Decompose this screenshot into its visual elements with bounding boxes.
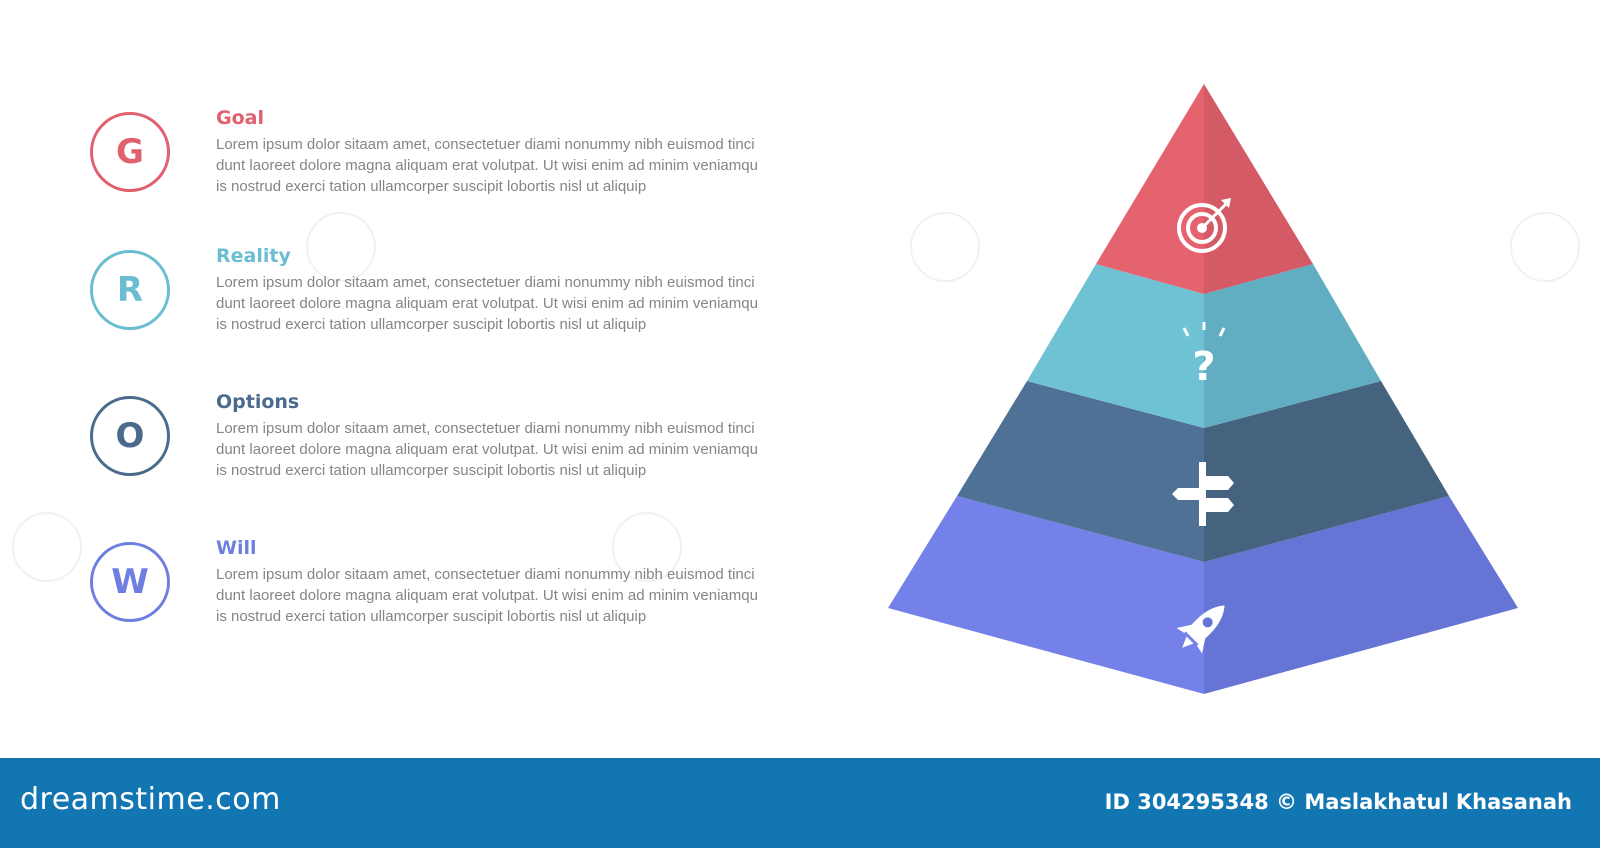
goal-item: G Goal Lorem ipsum dolor sitaam amet, co… [90,107,790,222]
question-icon: ? [1182,322,1226,390]
pyramid-layer-reality [1027,264,1381,428]
goal-letter-circle: G [90,112,170,192]
image-credit: ID 304295348 © Maslakhatul Khasanah [1104,790,1572,814]
rocket-icon [1176,605,1225,654]
watermark-swirl [1510,212,1580,282]
options-item: O Options Lorem ipsum dolor sitaam amet,… [90,391,790,506]
target-icon [1177,198,1231,253]
pyramid-layer-options [957,381,1449,562]
options-letter-circle: O [90,396,170,476]
watermark-swirl [12,512,82,582]
will-item: W Will Lorem ipsum dolor sitaam amet, co… [90,537,790,652]
reality-letter-circle: R [90,250,170,330]
footer-bar: dreamstime.com ID 304295348 © Maslakhatu… [0,758,1600,848]
watermark-swirl [612,512,682,582]
pyramid-layer-will [888,496,1518,694]
grow-pyramid: ? [888,84,1518,694]
pyramid-layer-goal [1096,84,1313,294]
reality-description: Lorem ipsum dolor sitaam amet, consectet… [216,274,758,333]
watermark-swirl [306,212,376,282]
reality-title: Reality [216,245,291,267]
signpost-icon [1172,462,1234,526]
dreamstime-logo: dreamstime.com [20,782,281,817]
goal-title: Goal [216,107,264,129]
will-letter-circle: W [90,542,170,622]
options-title: Options [216,391,300,413]
svg-text:?: ? [1192,344,1215,390]
goal-description: Lorem ipsum dolor sitaam amet, consectet… [216,136,758,195]
will-title: Will [216,537,257,559]
options-description: Lorem ipsum dolor sitaam amet, consectet… [216,420,758,479]
watermark-swirl [910,212,980,282]
reality-item: R Reality Lorem ipsum dolor sitaam amet,… [90,245,790,360]
will-description: Lorem ipsum dolor sitaam amet, consectet… [216,566,758,625]
